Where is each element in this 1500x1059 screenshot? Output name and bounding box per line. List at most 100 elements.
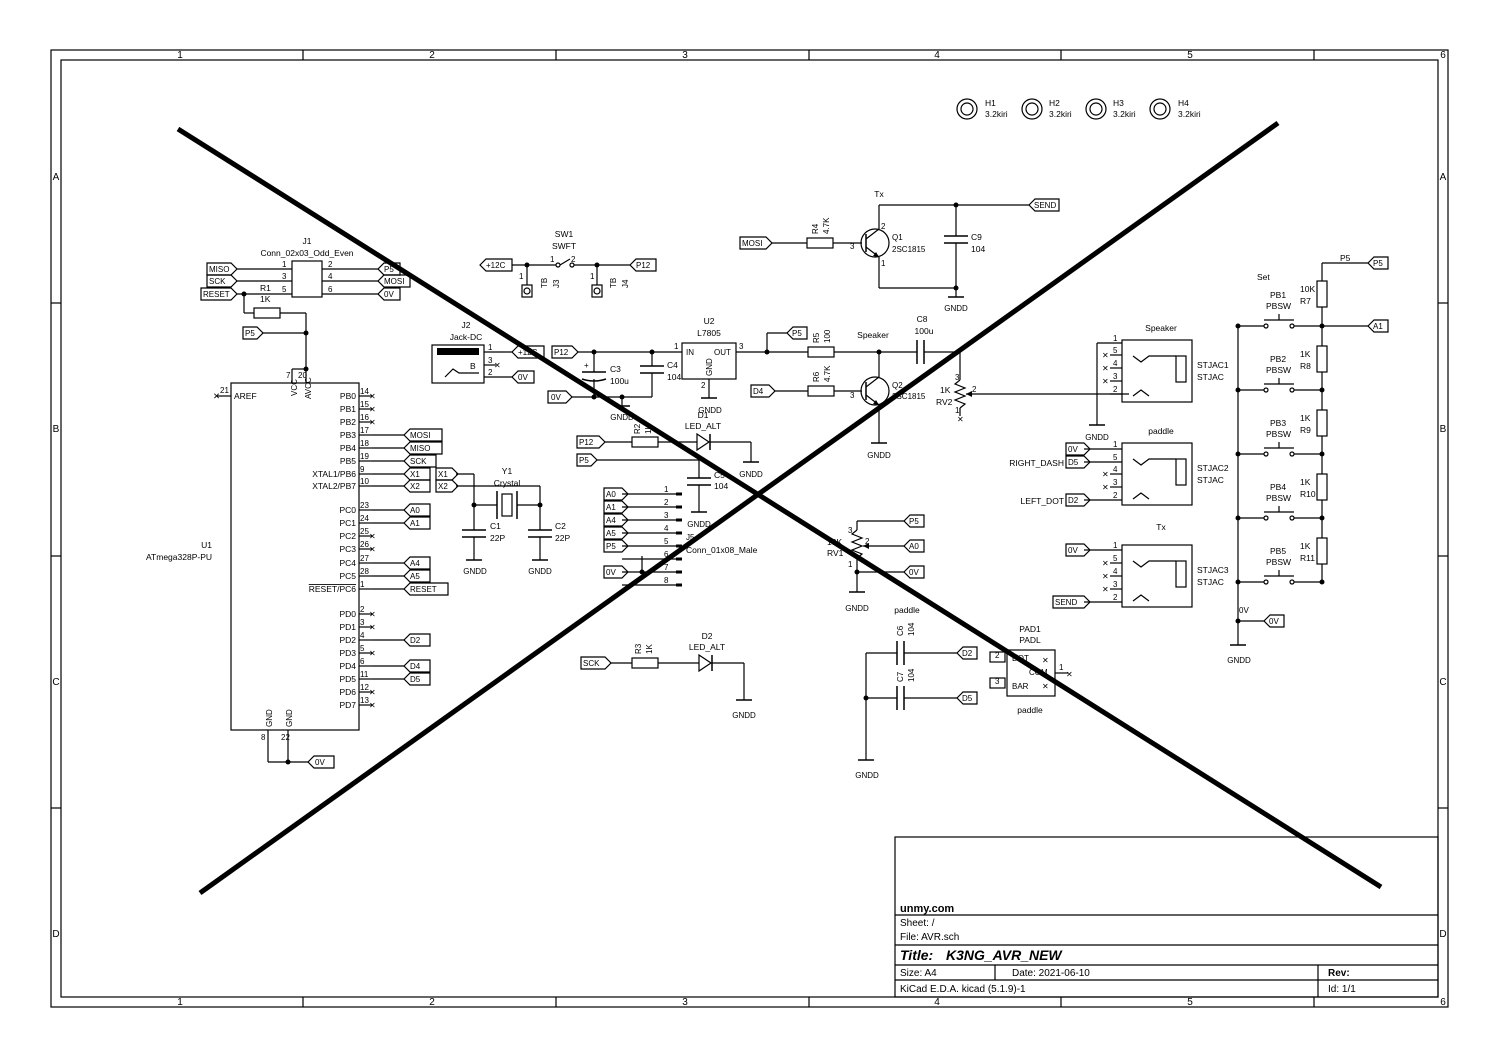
label-x1-y1: X1 (435, 467, 459, 481)
svg-text:H3: H3 (1113, 98, 1124, 108)
svg-text:H4: H4 (1178, 98, 1189, 108)
drawing-date: Date: 2021-06-10 (1012, 968, 1090, 979)
pin-name: PB4 (340, 443, 356, 453)
svg-text:104: 104 (907, 668, 916, 682)
svg-text:GNDD: GNDD (867, 451, 891, 460)
pin-number: 17 (360, 426, 369, 435)
svg-text:STJAC3: STJAC3 (1197, 565, 1229, 575)
svg-text:A1: A1 (410, 519, 420, 528)
pin-name: PD4 (339, 661, 356, 671)
pin-name: PC5 (339, 571, 356, 581)
col-label-3-bottom: 3 (682, 997, 688, 1008)
net-label-x2: X2 (403, 479, 431, 493)
row-label-b: B (53, 424, 60, 435)
svg-text:2: 2 (1113, 593, 1118, 602)
svg-text:D2: D2 (1068, 496, 1079, 505)
svg-text:10K: 10K (1300, 284, 1315, 294)
net-label-j5-a4: A4 (603, 513, 629, 527)
pin-name: PC2 (339, 531, 356, 541)
svg-text:C1: C1 (490, 521, 501, 531)
svg-text:3: 3 (995, 677, 1000, 686)
svg-text:GNDD: GNDD (739, 470, 763, 479)
svg-text:D4: D4 (410, 662, 421, 671)
svg-text:2: 2 (1113, 491, 1118, 500)
svg-text:PBSW: PBSW (1266, 365, 1291, 375)
svg-text:Tx: Tx (1156, 522, 1166, 532)
svg-text:1K: 1K (260, 294, 271, 304)
svg-text:2: 2 (328, 260, 333, 269)
no-connect-mark: ✕ (369, 418, 376, 427)
pin-number: 23 (360, 501, 369, 510)
svg-text:1: 1 (1059, 663, 1064, 672)
svg-text:1K: 1K (940, 385, 951, 395)
no-connect-mark: ✕ (369, 532, 376, 541)
svg-text:✕: ✕ (1042, 682, 1049, 691)
svg-text:A0: A0 (606, 490, 616, 499)
svg-text:1K: 1K (1300, 413, 1311, 423)
svg-text:3.2kiri: 3.2kiri (985, 109, 1008, 119)
svg-text:0V: 0V (1068, 445, 1078, 454)
sheet-id: Id: 1/1 (1328, 984, 1356, 995)
jack-stjac1: Speaker STJAC1 STJAC GNDD 15 43 2 ✕✕ ✕ (1085, 323, 1229, 442)
mounting-hole-h1: H1 3.2kiri (956, 98, 1008, 120)
svg-text:GNDD: GNDD (528, 567, 552, 576)
svg-text:✕: ✕ (213, 391, 220, 401)
svg-text:22: 22 (281, 733, 290, 742)
svg-text:4: 4 (664, 524, 669, 533)
label-0v-stjac3: 0V (1065, 543, 1091, 557)
svg-text:R3: R3 (634, 643, 643, 654)
svg-text:2: 2 (701, 381, 706, 390)
row-label-c: C (52, 677, 59, 688)
u1-pin-pc2: 25 PC2 ✕ (339, 527, 375, 541)
svg-text:GNDD: GNDD (855, 771, 879, 780)
svg-text:A0: A0 (410, 506, 420, 515)
svg-text:3: 3 (850, 391, 855, 400)
connector-j1: J1 Conn_02x03_Odd_Even 1 3 5 2 4 6 MISO … (200, 236, 411, 301)
pin-number: 9 (360, 465, 365, 474)
pin-number: 25 (360, 527, 369, 536)
pin-number: 26 (360, 540, 369, 549)
label-sck-d2: SCK (580, 656, 612, 670)
ic-u1: U1 ATmega328P-PU 14PB0✕15PB1✕16PB2✕17PB3… (146, 333, 449, 769)
svg-text:A1: A1 (606, 503, 616, 512)
svg-text:2: 2 (488, 368, 493, 377)
label-miso-j1: MISO (206, 262, 238, 276)
resistor-r1: R1 1K P5 (241, 283, 309, 340)
svg-text:SEND: SEND (1034, 201, 1056, 210)
label-0v-stjac2: 0V (1065, 442, 1091, 456)
svg-text:SCK: SCK (583, 659, 600, 668)
svg-text:R8: R8 (1300, 361, 1311, 371)
svg-text:TB: TB (609, 278, 618, 288)
svg-text:SEND: SEND (1055, 598, 1077, 607)
svg-text:P12: P12 (636, 261, 651, 270)
svg-text:Crystal: Crystal (494, 478, 521, 488)
svg-text:MISO: MISO (209, 265, 229, 274)
net-label-mosi: MOSI (403, 428, 443, 442)
led-d2: SCK R3 1K GNDD D2 LED_ALT (580, 631, 756, 720)
j5-pin-4: 4A5 (603, 524, 682, 540)
title-block: unmy.com Sheet: / File: AVR.sch Title: K… (894, 836, 1439, 998)
svg-text:GND: GND (285, 709, 294, 727)
svg-text:1: 1 (674, 342, 679, 351)
col-label-1: 1 (177, 50, 183, 61)
svg-text:4: 4 (328, 272, 333, 281)
svg-text:✕: ✕ (1102, 585, 1109, 594)
svg-text:✕: ✕ (1102, 559, 1109, 568)
svg-text:U2: U2 (704, 316, 715, 326)
svg-text:5: 5 (664, 537, 669, 546)
pin-number: 27 (360, 554, 369, 563)
svg-text:3: 3 (850, 242, 855, 251)
svg-text:100: 100 (823, 329, 832, 343)
sheet-frame: 1 2 3 4 5 6 1 2 3 4 5 6 A B C D A B C D (50, 49, 1449, 1008)
svg-text:VCC: VCC (290, 379, 299, 396)
svg-text:6: 6 (664, 550, 669, 559)
transistor-q2: R5 100 Speaker D4 R6 4.7K GNDD Q2 2SC181… (750, 329, 926, 460)
svg-text:P12: P12 (554, 348, 569, 357)
potentiometer-rv2: ✕ 2 3 1 1K RV2 (936, 352, 1129, 424)
svg-text:✕: ✕ (957, 415, 964, 424)
svg-text:TB: TB (540, 278, 549, 288)
